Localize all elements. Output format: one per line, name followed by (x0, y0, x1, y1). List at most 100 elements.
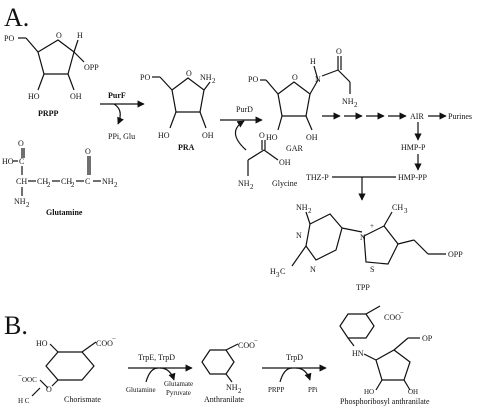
tpp-s: S (370, 265, 374, 274)
anthranilate-nh2: NH (226, 383, 238, 392)
pra-oh: OH (202, 131, 214, 140)
enzyme-trpd: TrpD (286, 353, 303, 362)
chorismate-oooc: OOC (22, 376, 37, 384)
glycine-o: O (259, 131, 265, 140)
glycine-structure: O OH NH 2 (238, 131, 291, 191)
svg-text:2: 2 (250, 183, 254, 191)
tpp-structure: NH 2 N N H 3 C N + S CH 3 OPP (270, 203, 463, 279)
svg-text:−: − (18, 372, 22, 380)
svg-text:−: − (112, 335, 116, 343)
svg-text:2: 2 (308, 207, 312, 215)
pra-ho: HO (158, 131, 170, 140)
glycine-label: Glycine (272, 179, 298, 188)
glycine-oh: OH (279, 158, 291, 167)
chorismate-ho: HO (36, 339, 48, 348)
gar-structure: PO O H N O NH 2 HO OH (248, 47, 358, 142)
b-glutamate: Glutamate (164, 380, 193, 388)
anthranilate-coo: COO (238, 341, 255, 350)
gln-nh2-alpha: NH (14, 197, 26, 206)
gln-c2: C (85, 177, 90, 186)
tpp-nh2: NH (296, 203, 308, 212)
prpp-ring-o: O (56, 31, 62, 40)
gar-oh: OH (306, 133, 318, 142)
svg-text:2: 2 (354, 101, 358, 109)
svg-text:C: C (280, 267, 285, 276)
enzyme-purf: PurF (108, 91, 126, 100)
anthranilate-structure: COO − NH 2 (201, 337, 258, 395)
pra-b-coo: COO (384, 313, 401, 322)
gln-o2: O (85, 147, 91, 156)
prpp-oh: OH (70, 92, 82, 101)
gln-ch2a: CH (37, 177, 48, 186)
pra-structure: PO O NH 2 HO OH (140, 69, 216, 140)
prpp-ho: HO (28, 92, 40, 101)
prpp-h: H (77, 31, 83, 40)
gln-ch2b: CH (61, 177, 72, 186)
svg-text:2: 2 (71, 181, 75, 189)
tpp-h3c: H (270, 267, 276, 276)
b-ppi: PPi (308, 386, 318, 394)
chorismate-structure: COO − HO O OOC − H C (18, 335, 116, 405)
pra-ring-o: O (186, 69, 192, 78)
svg-text:−: − (400, 309, 404, 317)
anthranilate-label: Anthranilate (204, 395, 244, 404)
glutamine-structure: O HO C CH CH 2 CH 2 C O NH 2 NH 2 (2, 139, 118, 209)
purines-label: Purines (448, 112, 472, 121)
tpp-ch3: CH (392, 203, 403, 212)
b-prpp: PRPP (268, 386, 284, 394)
tpp-label: TPP (356, 283, 370, 292)
glycine-nh2: NH (238, 179, 250, 188)
chorismate-h2c: H C (18, 397, 30, 405)
gar-nh2: NH (342, 97, 354, 106)
gar-h: H (310, 57, 316, 66)
hmp-pp-label: HMP-PP (398, 173, 427, 182)
pra-b-ho: HO (364, 388, 374, 396)
pr-anthranilate-label: Phosphoribosyl anthranilate (340, 397, 430, 406)
glutamine-in-curve (145, 367, 159, 383)
tpp-nplus: N (360, 233, 366, 242)
glycine-in-arrow (234, 120, 247, 151)
gar-po: PO (248, 75, 258, 84)
svg-text:3: 3 (276, 271, 280, 279)
pra-b-op: OP (422, 334, 433, 343)
purf-byproduct-arrow (113, 103, 124, 125)
purf-byproducts: PPi, Glu (108, 132, 135, 141)
chorismate-label: Chorismate (64, 395, 101, 404)
pra-po: PO (140, 73, 150, 82)
prpp-po: PO (4, 34, 14, 43)
pra-b-hn: HN (352, 349, 364, 358)
pra-label: PRA (178, 143, 195, 152)
prpp-opp: OPP (84, 63, 99, 72)
gar-ring-o: O (292, 73, 298, 82)
b-pyruvate: Pyruvate (166, 389, 191, 397)
svg-text:−: − (254, 337, 258, 345)
hmp-p-label: HMP-P (401, 143, 426, 152)
svg-text:2: 2 (212, 77, 216, 85)
prpp-structure: PO O H OPP HO OH (4, 31, 99, 101)
chorismate-o: O (46, 385, 52, 394)
pra-b-oh: OH (408, 388, 418, 396)
prpp-label: PRPP (38, 109, 59, 118)
air-label: AIR (410, 112, 424, 121)
svg-text:2: 2 (114, 181, 118, 189)
glutamate-out-curve (159, 367, 176, 381)
pra-nh2: NH (200, 73, 212, 82)
enzyme-trpe: TrpE, TrpD (138, 353, 175, 362)
svg-text:3: 3 (404, 207, 408, 215)
gln-o1: O (18, 139, 24, 148)
gln-ch: CH (16, 177, 27, 186)
svg-text:2: 2 (238, 387, 242, 395)
svg-text:2: 2 (26, 201, 30, 209)
gln-nh2: NH (102, 177, 114, 186)
panel-label-a: A. (4, 3, 29, 32)
svg-text:2: 2 (47, 181, 51, 189)
gar-ho: HO (266, 133, 278, 142)
ppi-out-curve (295, 367, 312, 381)
gar-o: O (336, 47, 342, 56)
chorismate-coo: COO (96, 339, 113, 348)
thz-p-label: THZ-P (306, 173, 329, 182)
pr-anthranilate-structure: COO − HN OP HO OH (339, 305, 433, 396)
gar-label: GAR (286, 144, 304, 153)
prpp-in-curve (279, 367, 293, 383)
